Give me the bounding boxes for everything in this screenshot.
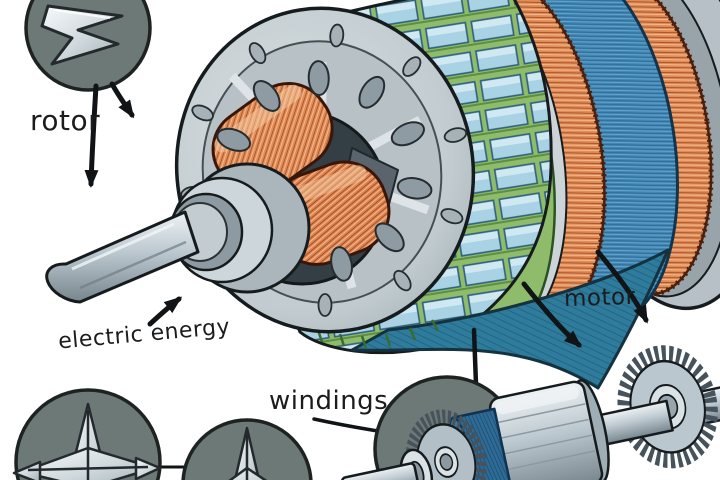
lightning-bolt-icon [40, 4, 124, 66]
arrow-motor-2 [595, 249, 649, 324]
rotor-gear-assembly [340, 345, 720, 480]
label-motor: motor [563, 283, 636, 313]
stator-ticks [316, 319, 440, 349]
badge-bottom-center [181, 418, 313, 480]
electric-motor [45, 0, 720, 390]
star-pointer-icon [228, 426, 268, 480]
label-rotor: rotor [30, 104, 101, 137]
drive-shaft [45, 210, 200, 304]
arrow-badge-down [84, 83, 99, 188]
rotor-body [488, 379, 610, 480]
badge-top-left [24, 0, 152, 92]
four-point-star-icon [12, 402, 162, 480]
arrow-motor-1 [521, 281, 582, 348]
arrow-electric-energy [147, 296, 183, 327]
shaft-left [340, 462, 420, 480]
gear-small [405, 409, 487, 480]
arrow-badge-curve [109, 81, 135, 119]
annotation-arrows [84, 81, 649, 348]
label-windings: windings [269, 386, 389, 416]
badge-bottom-left [12, 388, 162, 480]
